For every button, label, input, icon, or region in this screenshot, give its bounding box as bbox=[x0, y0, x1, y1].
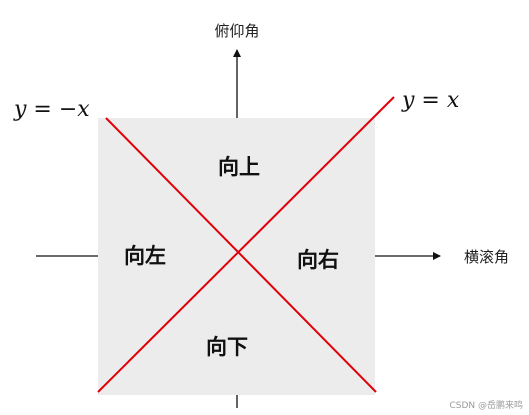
positive-diagonal-label: y = x bbox=[401, 88, 460, 113]
region-label-down: 向下 bbox=[206, 335, 248, 359]
negative-diagonal-label: y = −x bbox=[13, 97, 90, 122]
vertical-axis-label: 俯仰角 bbox=[214, 22, 259, 40]
diagonal-line-positive bbox=[97, 96, 395, 393]
diagonal-line-negative bbox=[105, 117, 377, 393]
region-label-up: 向上 bbox=[218, 155, 260, 179]
horizontal-axis-label: 横滚角 bbox=[464, 248, 509, 266]
watermark: CSDN @岳鹏来鸣 bbox=[449, 399, 523, 411]
region-square bbox=[98, 118, 375, 395]
region-label-left: 向左 bbox=[124, 244, 166, 268]
region-label-right: 向右 bbox=[297, 248, 339, 272]
